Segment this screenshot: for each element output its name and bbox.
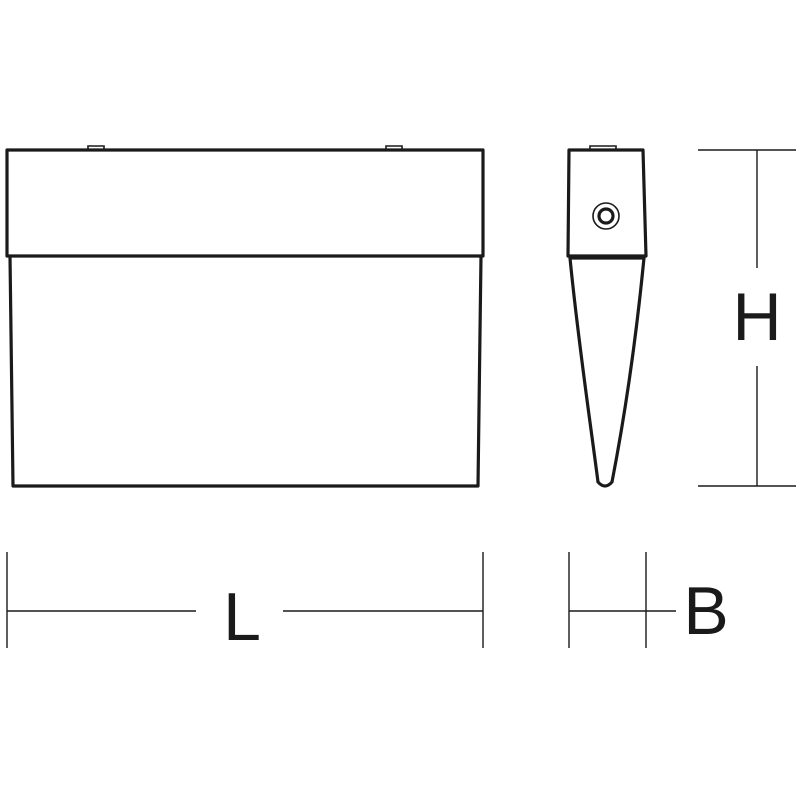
depth-label: B [683, 573, 728, 649]
side-diffuser-blade [568, 256, 646, 488]
side-screw-outer [592, 202, 620, 230]
side-top-clip [589, 145, 617, 149]
side-view [566, 145, 648, 488]
front-diffuser-panel [8, 254, 483, 488]
front-top-clip-left [87, 145, 105, 149]
height-dimension: H [698, 149, 796, 487]
front-housing [5, 148, 485, 258]
height-label: H [732, 279, 781, 355]
front-view [5, 145, 485, 488]
front-top-clip-right [385, 145, 403, 149]
side-screw-inner [597, 207, 615, 225]
side-housing [566, 148, 648, 258]
length-label: L [223, 579, 261, 655]
length-dimension: L [6, 552, 484, 655]
depth-dimension: B [568, 552, 729, 649]
